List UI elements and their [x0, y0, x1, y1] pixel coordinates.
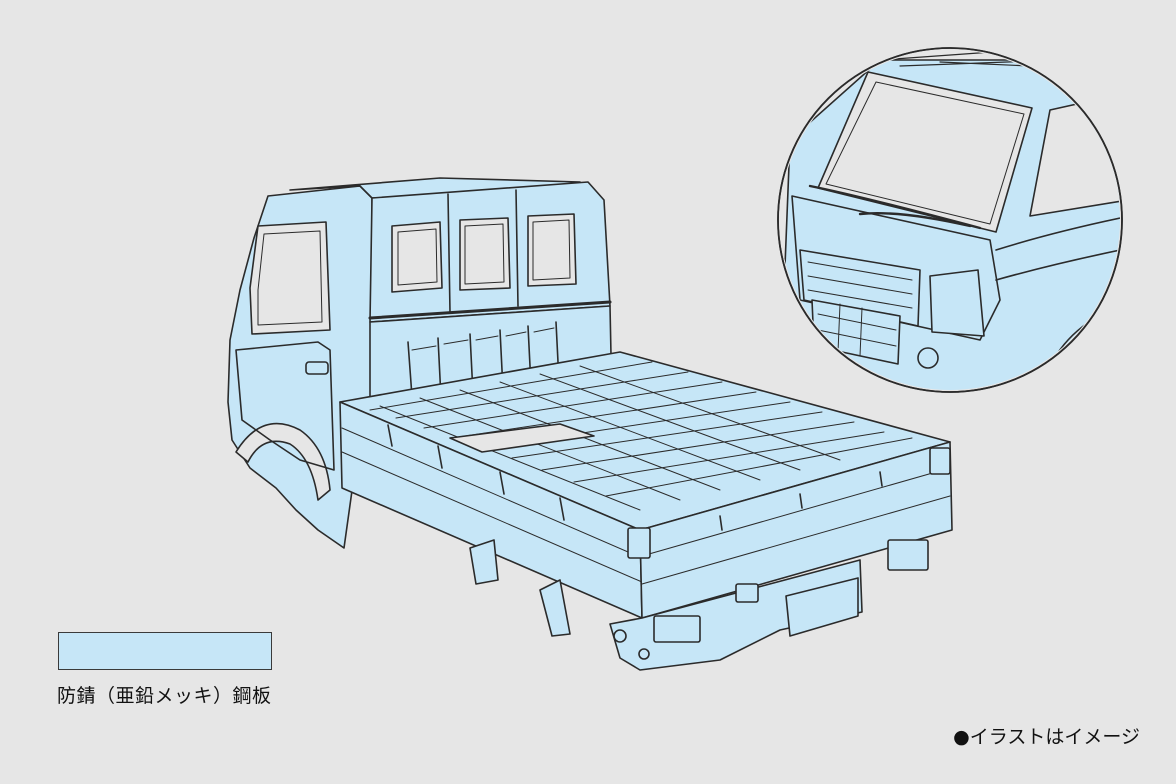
- cargo-bed-floor: [339, 351, 951, 531]
- legend-label: 防錆（亜鉛メッキ）鋼板: [57, 685, 272, 707]
- chassis: [469, 539, 929, 671]
- rear-gate: [627, 441, 953, 619]
- guard-frame: [368, 181, 612, 323]
- door-handle: [305, 361, 329, 375]
- side-gate-left: [339, 401, 643, 619]
- footnote-image-disclaimer: ●イラストはイメージ: [953, 726, 1140, 748]
- legend-swatch-galvanized-steel: [58, 632, 272, 670]
- cab-window: [249, 221, 331, 335]
- detail-circle-front-cab: [777, 47, 1123, 393]
